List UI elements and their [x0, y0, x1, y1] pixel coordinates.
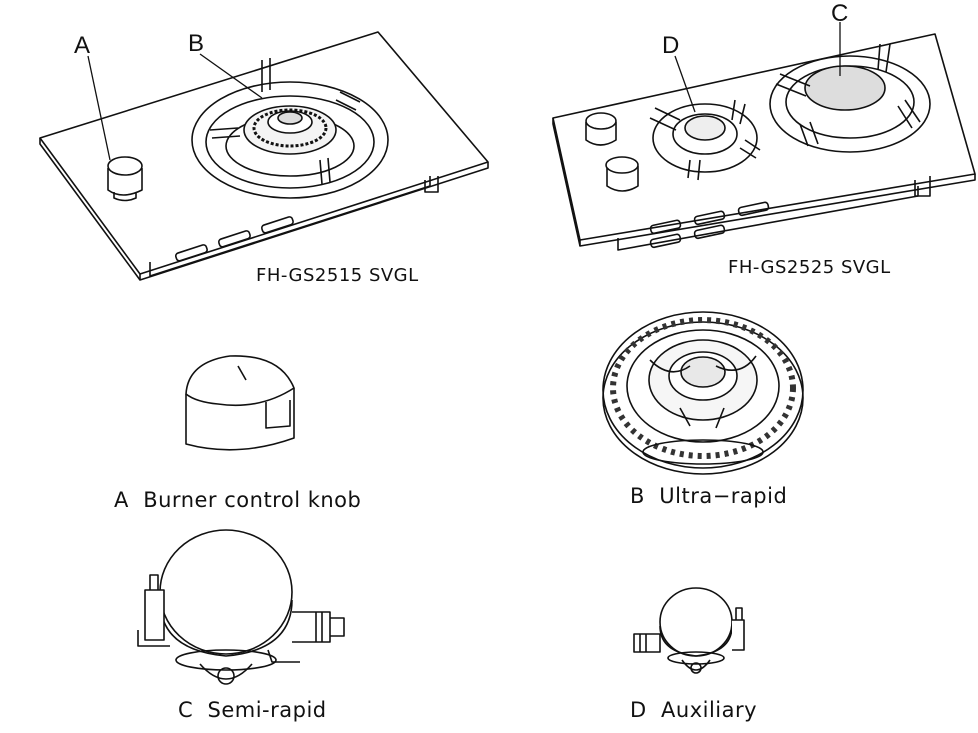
callout-c: C [831, 0, 849, 27]
callout-d: D [662, 32, 680, 59]
semi-rapid-burner-illustration [137, 529, 345, 685]
hob-knob-a [107, 156, 143, 202]
hob-knob-lower [605, 156, 639, 192]
caption-ultra-rapid: B Ultra−rapid [630, 484, 788, 508]
caption-auxiliary: D Auxiliary [630, 698, 758, 722]
double-burner-hob [552, 33, 976, 251]
single-burner-hob [39, 31, 489, 281]
caption-semi-rapid: C Semi-rapid [178, 698, 327, 722]
model-name-single: FH-GS2515 SVGL [256, 265, 419, 286]
callout-a: A [74, 32, 91, 59]
callout-b: B [188, 30, 205, 57]
hob-burner-d [649, 99, 761, 181]
ultra-rapid-burner-illustration [602, 311, 804, 475]
hob-burner-c [769, 43, 931, 153]
hob-knob-upper [585, 112, 617, 146]
caption-knob: A Burner control knob [114, 488, 362, 512]
hob-burner-b [191, 58, 389, 199]
auxiliary-burner-illustration [633, 587, 745, 674]
callout-leaders [87, 22, 841, 161]
knob-illustration [185, 355, 295, 451]
model-name-double: FH-GS2525 SVGL [728, 257, 891, 278]
